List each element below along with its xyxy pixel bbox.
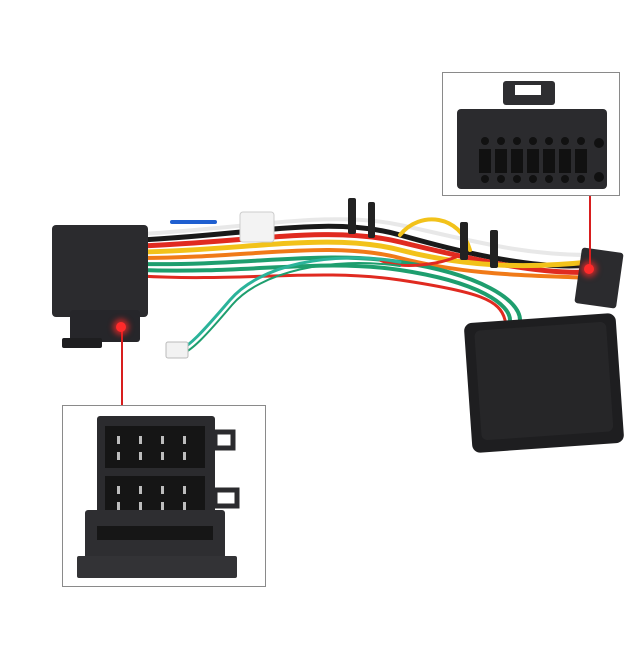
wire-bundle (137, 217, 593, 355)
iso-connector-detail (77, 416, 240, 578)
leader-line-right (589, 196, 591, 270)
barcode-label (239, 211, 275, 243)
canbus-decoder-box (464, 313, 624, 453)
small-white-plug (165, 341, 189, 359)
indicator-dot-left (116, 322, 126, 332)
connector-16pin-detail (457, 81, 607, 189)
inset-16pin-connector (442, 72, 620, 196)
iso-connector (52, 225, 148, 348)
cable-ties (348, 198, 498, 268)
radio-connector-16pin (574, 247, 624, 309)
inset-iso-connector (62, 405, 266, 587)
leader-line-left (121, 328, 123, 406)
indicator-dot-right (584, 264, 594, 274)
